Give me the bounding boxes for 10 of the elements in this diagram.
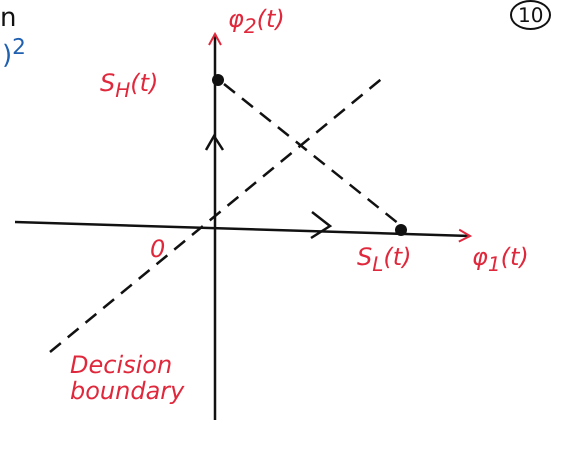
axis-label: φ$_{2}$(t) [228,6,285,37]
annotation-text: Decision boundary [70,352,186,405]
text-fragment: )$^{2}$ [2,36,26,70]
dashed-line [223,83,400,225]
origin-label: 0 [150,236,166,262]
point-label: S$_{L}$(t) [357,244,412,275]
text-fragment: n [0,4,16,33]
point-label: S$_{H}$(t) [100,70,158,101]
page-number: 10 [510,0,552,30]
axis-label: φ$_{1}$(t) [472,244,529,275]
